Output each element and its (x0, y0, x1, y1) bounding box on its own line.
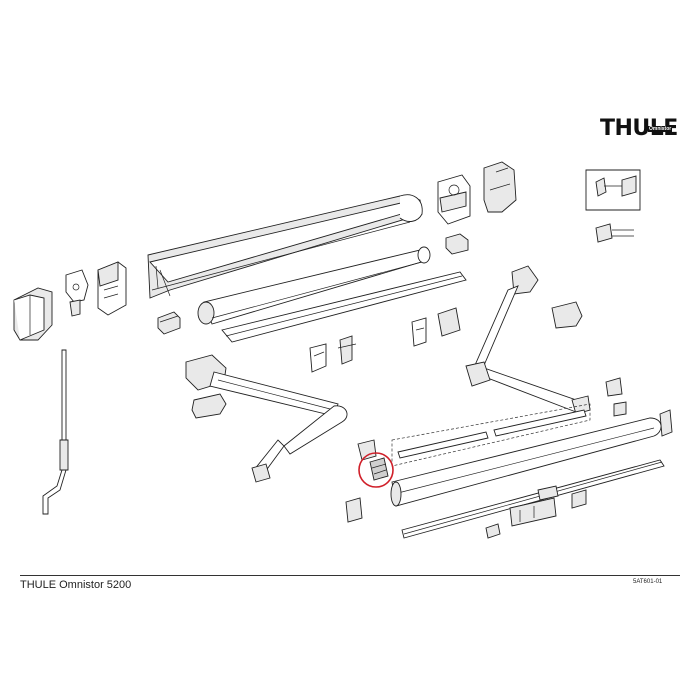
highlighted-end-piece (369, 457, 389, 481)
motor-assembly (437, 174, 471, 255)
footer-divider (20, 575, 680, 576)
end-cap-small-b (613, 401, 627, 417)
brand-logo-sub: Omnistor (648, 126, 673, 132)
end-cap-small-c (659, 409, 673, 437)
tension-rods (391, 403, 591, 467)
right-arm-bracket (551, 301, 583, 329)
valance-strip (221, 271, 467, 343)
end-cap-small-a (605, 377, 623, 397)
mounting-clip (595, 223, 634, 243)
left-end-cap (13, 287, 53, 341)
rail-clip-c (571, 489, 587, 509)
rail-clip-a (485, 523, 501, 539)
tube-end-plug (157, 311, 181, 335)
left-support-arm (185, 354, 348, 483)
crank-handle (42, 349, 69, 515)
wall-bracket-b (337, 335, 357, 365)
end-bracket-left (65, 269, 89, 317)
lower-guide-rail (401, 459, 665, 539)
rail-clip-b (509, 497, 557, 527)
wall-bracket-a (309, 343, 327, 373)
highlight-circle (358, 452, 394, 488)
rail-end-cap-lower (345, 497, 363, 523)
front-lead-rail (390, 417, 662, 507)
rail-end-cap-upper (357, 439, 377, 461)
motor-cover (483, 161, 517, 213)
detail-inset (585, 169, 641, 211)
right-support-arm (465, 265, 591, 415)
wall-bracket-c (411, 317, 427, 347)
diagram-code: 5AT601-01 (633, 579, 663, 585)
roller-tube (197, 246, 431, 325)
diagram-title: THULE Omnistor 5200 (20, 579, 132, 591)
end-bracket-motor (97, 261, 127, 316)
cassette-housing (147, 194, 423, 299)
left-arm-bracket (191, 393, 227, 419)
wall-bracket-d (437, 307, 461, 337)
